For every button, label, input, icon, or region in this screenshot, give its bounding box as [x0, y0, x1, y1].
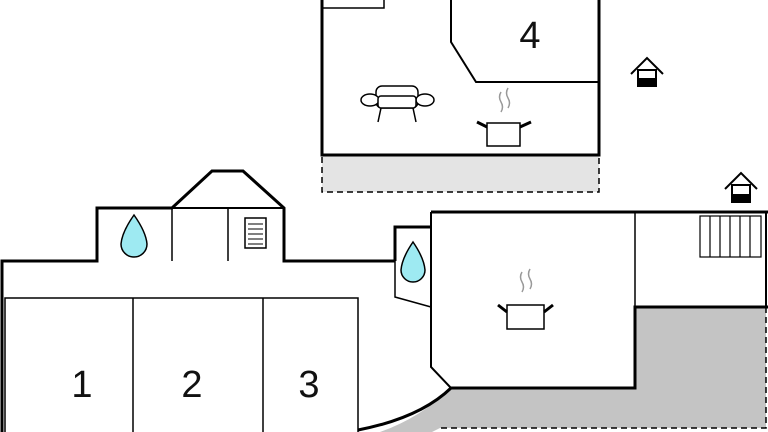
sofa-icon — [360, 85, 435, 123]
cooking-pot-icon — [497, 268, 554, 330]
right-building — [357, 210, 768, 432]
upper-outer-wall — [320, 0, 601, 157]
house-icon — [724, 171, 758, 203]
room-2-label: 2 — [181, 364, 202, 406]
stairs-steps — [248, 223, 263, 245]
terrace-upper — [321, 154, 600, 193]
house-icon — [630, 56, 664, 87]
upper-building: 4 — [320, 0, 601, 193]
room-4-label: 4 — [519, 15, 540, 57]
upper-small-room — [322, 0, 385, 9]
stairs-icon — [244, 217, 267, 249]
room-1-label: 1 — [71, 364, 92, 406]
cooking-pot-icon — [476, 87, 532, 147]
water-drop-icon — [120, 213, 148, 258]
terrace-dashed-edge — [440, 307, 767, 429]
left-building — [0, 169, 395, 432]
room-4-wall — [450, 0, 599, 83]
stairs-icon — [699, 215, 762, 258]
room-3-label: 3 — [298, 364, 319, 406]
terrace-lower — [380, 307, 766, 432]
water-drop-icon — [400, 240, 426, 283]
